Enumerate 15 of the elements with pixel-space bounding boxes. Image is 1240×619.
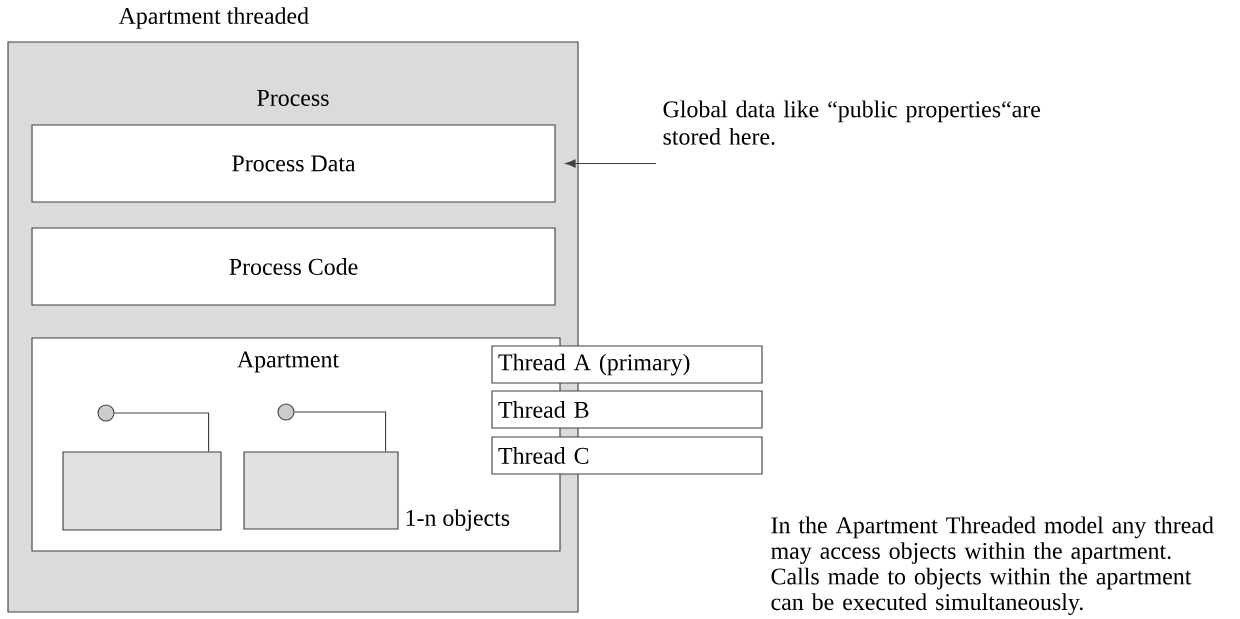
object-box xyxy=(62,451,222,531)
thread-box: Thread C xyxy=(491,436,763,475)
note-text: Global data like “public properties“are stored here. xyxy=(663,100,1041,145)
thread-box: Thread B xyxy=(491,390,763,429)
arrow xyxy=(565,159,657,168)
title-text: Apartment threaded xyxy=(118,7,309,29)
connector-line xyxy=(114,412,210,452)
object-box xyxy=(243,451,399,530)
thread-box: Thread A (primary) xyxy=(491,345,763,384)
port-circle xyxy=(277,403,295,421)
memory-box: Process Code xyxy=(31,227,556,306)
memory-box: Process Data xyxy=(31,124,556,203)
port-circle xyxy=(97,404,115,422)
paragraph: In the Apartment Threaded model any thread may access objects within the apartment. Calls made to objects within the apartment can be executed simultaneously. xyxy=(771,516,1214,616)
connector-line xyxy=(294,411,387,452)
